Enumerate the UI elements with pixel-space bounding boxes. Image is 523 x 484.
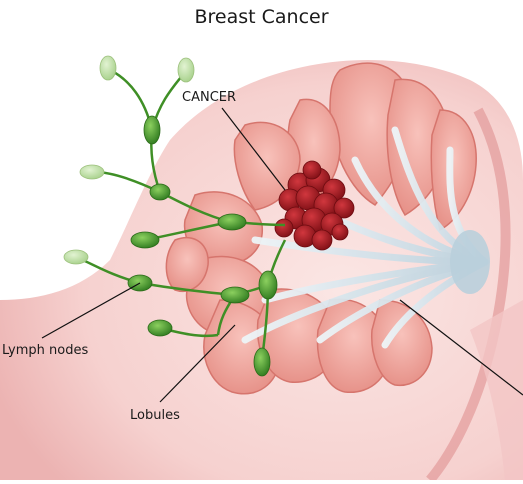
nipple	[450, 230, 490, 294]
diagram-title: Breast Cancer	[0, 6, 523, 28]
cancer-label: CANCER	[182, 90, 236, 105]
lymph-nodes-label: Lymph nodes	[2, 343, 88, 358]
lobules-label: Lobules	[130, 408, 180, 423]
